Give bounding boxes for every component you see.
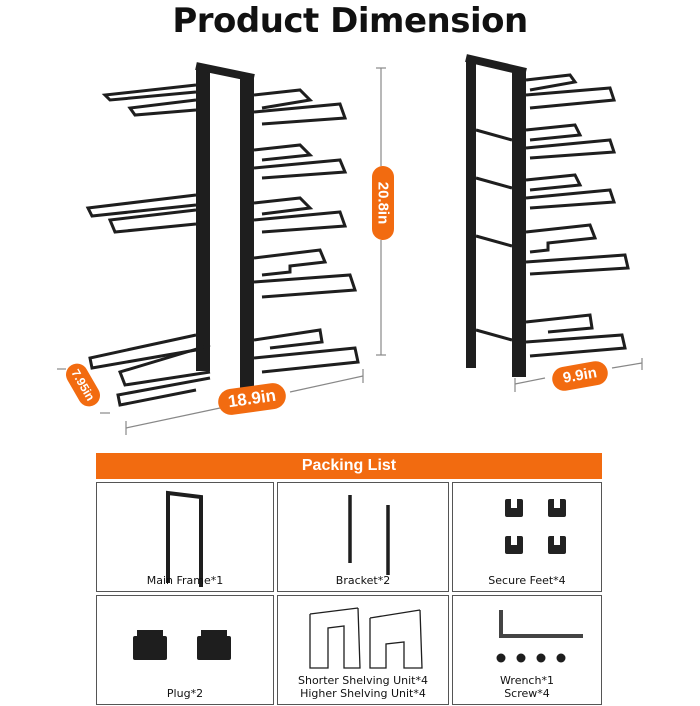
item-label: Main Frame*1: [146, 574, 224, 587]
item-label-line2: Screw*4: [504, 687, 550, 700]
packing-list-header: Packing List: [96, 453, 602, 479]
shelving-unit-icon: [309, 607, 423, 669]
plug-icon: [133, 630, 231, 660]
packing-item-bracket: Bracket*2: [277, 482, 449, 592]
item-label-line1: Shorter Shelving Unit*4: [298, 674, 428, 687]
bracket-icon: [348, 495, 390, 575]
product-illustration: [57, 54, 643, 435]
packing-list: Packing List Main Frame*1 Bracket*2: [96, 453, 602, 705]
rack-side-view: [465, 54, 630, 377]
wrench-screw-icon: [496, 610, 583, 663]
packing-item-plug: Plug*2: [96, 595, 274, 705]
item-label: Secure Feet*4: [488, 574, 566, 587]
rack-front-view: [85, 62, 360, 407]
packing-item-main-frame: Main Frame*1: [96, 482, 274, 592]
item-label: Plug*2: [166, 687, 204, 700]
page-title: Product Dimension: [172, 1, 528, 41]
item-label-line1: Wrench*1: [500, 674, 554, 687]
item-label-line2: Higher Shelving Unit*4: [300, 687, 426, 700]
packing-item-secure-feet: Secure Feet*4: [452, 482, 602, 592]
item-label: Bracket*2: [335, 574, 391, 587]
height-dimension-label: 20.8in: [372, 166, 394, 240]
main-frame-icon: [166, 490, 203, 587]
secure-feet-icon: [505, 499, 566, 554]
dimension-lines: [57, 67, 643, 435]
height-value: 20.8in: [374, 181, 392, 225]
